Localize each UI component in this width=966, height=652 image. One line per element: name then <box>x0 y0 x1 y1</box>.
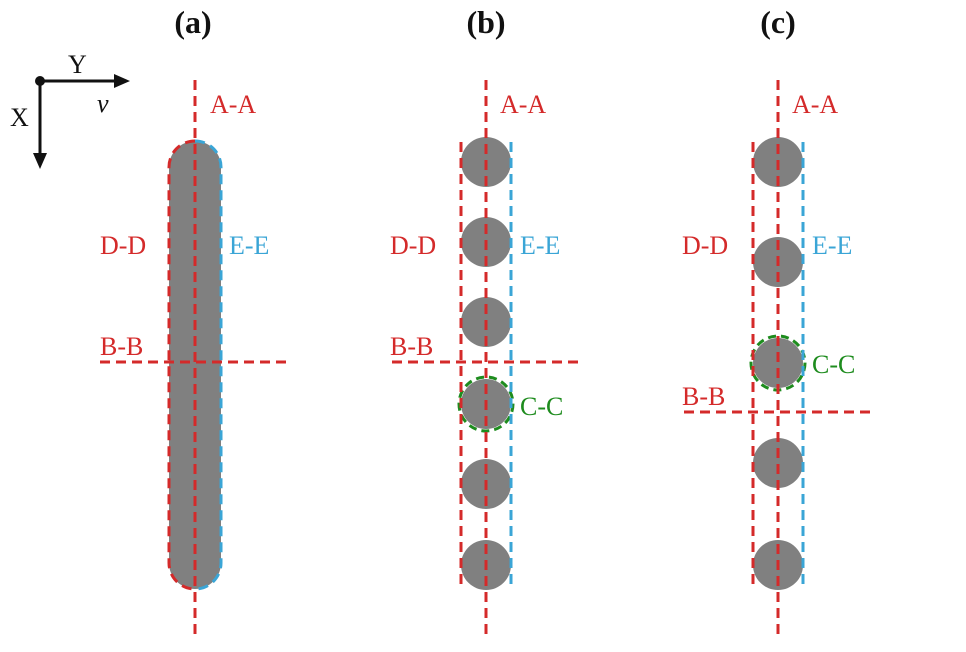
section-ee-label: E-E <box>229 231 269 260</box>
panel-a: (a) A-A D-D E-E B-B <box>100 4 290 640</box>
section-aa-label: A-A <box>792 90 838 119</box>
section-ee-label: E-E <box>520 231 560 260</box>
section-aa-label: A-A <box>500 90 546 119</box>
section-dd-label: D-D <box>100 231 146 260</box>
continuous-bead <box>169 141 221 589</box>
panel-b: (b) A-A D-D E-E B-B C-C <box>390 4 580 640</box>
coordinate-system: Y v X <box>10 50 130 169</box>
section-cc-label: C-C <box>520 392 563 421</box>
section-aa-label: A-A <box>210 90 256 119</box>
section-bb-label: B-B <box>390 332 433 361</box>
x-axis-label: X <box>10 103 29 132</box>
section-ee-outline <box>194 139 223 591</box>
y-arrowhead-icon <box>114 74 130 88</box>
section-cc-label: C-C <box>812 350 855 379</box>
section-dd-label: D-D <box>682 231 728 260</box>
panel-c: (c) A-A D-D E-E B-B C-C <box>682 4 872 640</box>
y-axis-label: Y <box>68 50 87 79</box>
panel-b-title: (b) <box>466 4 505 40</box>
section-dd-label: D-D <box>390 231 436 260</box>
x-arrowhead-icon <box>33 153 47 169</box>
section-bb-label: B-B <box>100 332 143 361</box>
panel-c-title: (c) <box>760 4 796 40</box>
panel-a-title: (a) <box>174 4 211 40</box>
velocity-label: v <box>97 89 109 118</box>
bead-spot <box>753 438 803 488</box>
section-dd-outline <box>167 139 196 591</box>
section-cc-outline <box>457 375 515 433</box>
bead-spot <box>753 338 803 388</box>
section-ee-label: E-E <box>812 231 852 260</box>
section-bb-label: B-B <box>682 382 725 411</box>
